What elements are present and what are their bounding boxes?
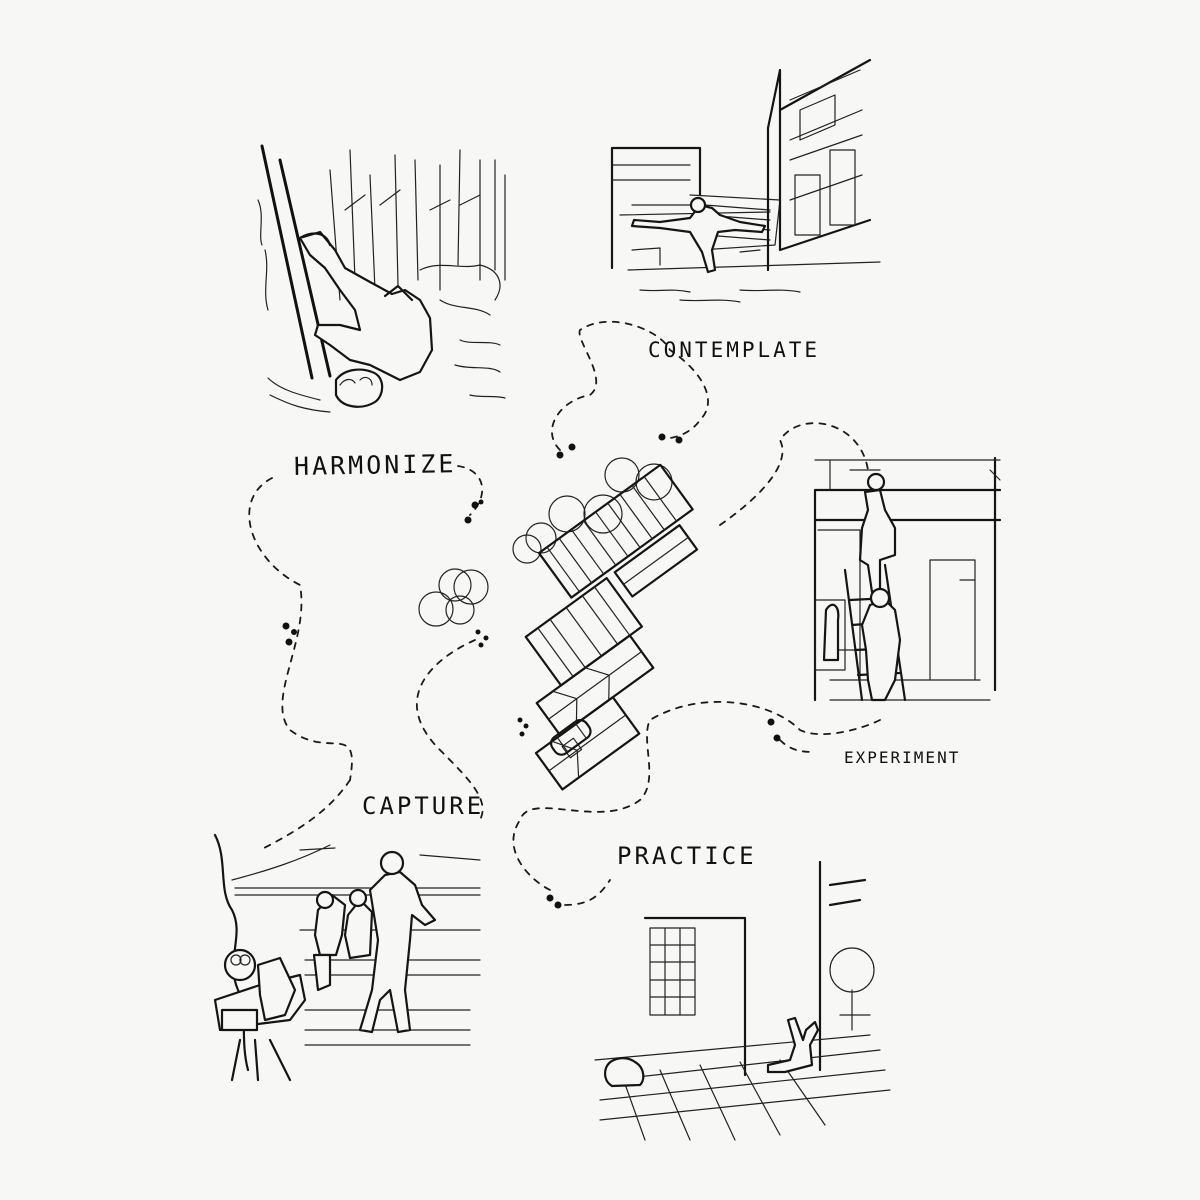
dashed-paths <box>248 320 881 906</box>
site-plan <box>418 457 699 791</box>
label-harmonize: HARMONIZE <box>293 449 457 481</box>
footprint-dots <box>282 433 781 909</box>
contemplate-scene <box>610 58 881 303</box>
label-practice: PRACTICE <box>617 842 757 870</box>
capture-scene <box>213 833 481 1082</box>
label-contemplate: CONTEMPLATE <box>648 338 821 362</box>
parked-car <box>550 719 592 756</box>
label-capture: CAPTURE <box>362 792 485 820</box>
building-rooftops <box>524 463 699 791</box>
practice-scene <box>594 860 891 1141</box>
label-experiment: EXPERIMENT <box>844 748 961 767</box>
experiment-scene <box>813 456 1002 702</box>
harmonize-scene <box>257 144 506 413</box>
